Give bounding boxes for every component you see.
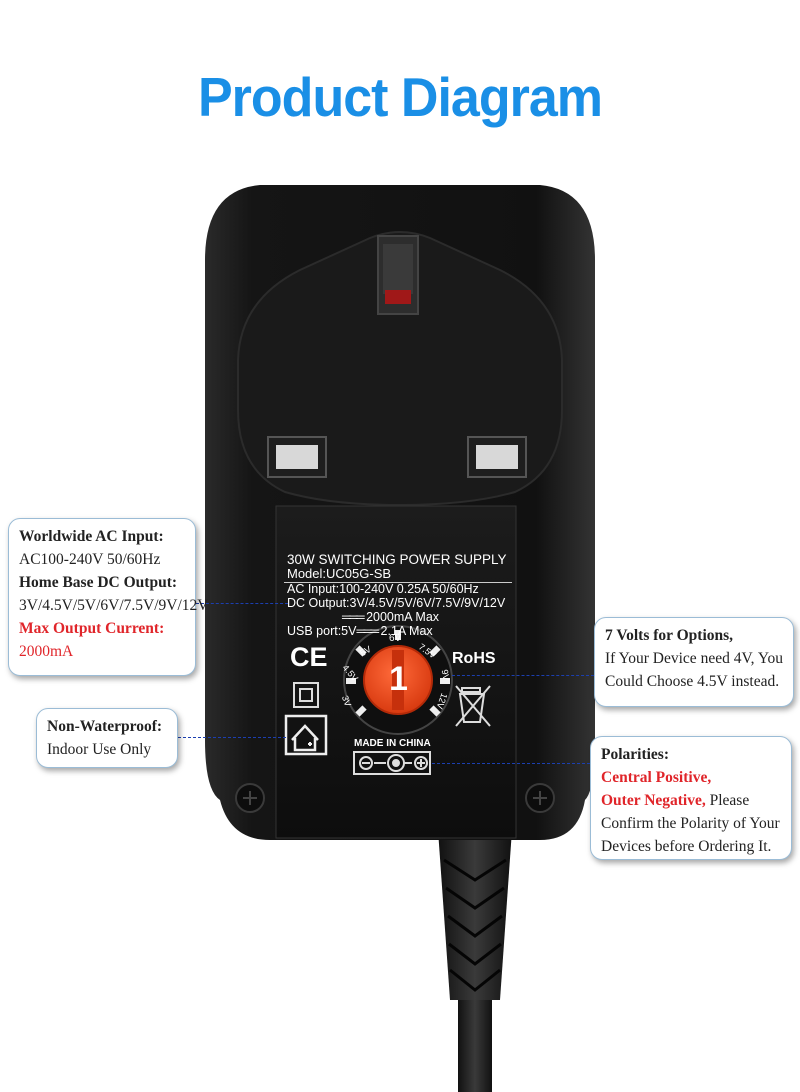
callout-volts: 7 Volts for Options, If Your Device need… bbox=[594, 617, 794, 707]
polarity-outer: Outer Negative, bbox=[601, 792, 706, 809]
polarity-outer-line: Outer Negative, Please bbox=[601, 789, 781, 812]
weee-bin-icon bbox=[455, 685, 491, 727]
max-current-value: 2000mA bbox=[19, 643, 74, 660]
callout-waterproof: Non-Waterproof: Indoor Use Only bbox=[36, 708, 178, 768]
callout-ac-input: Worldwide AC Input: AC100-240V 50/60Hz H… bbox=[8, 518, 209, 676]
label-line-model: Model:UC05G-SB bbox=[287, 566, 392, 581]
polarity-symbol-icon bbox=[353, 751, 431, 775]
page-title: Product Diagram bbox=[198, 67, 603, 129]
label-divider bbox=[284, 582, 512, 583]
polarity-heading: Polarities: bbox=[601, 746, 670, 763]
double-insulation-icon bbox=[293, 682, 319, 708]
volts-line2: Could Choose 4.5V instead. bbox=[605, 673, 780, 690]
label-usb-text: USB port:5V bbox=[287, 624, 357, 638]
dc-output-heading: Home Base DC Output: bbox=[19, 574, 178, 591]
rohs-mark: RoHS bbox=[452, 650, 496, 667]
leader-ac-input bbox=[196, 603, 288, 604]
label-line-dc: DC Output:3V/4.5V/5V/6V/7.5V/9V/12V bbox=[287, 596, 506, 610]
polarity-line3: Confirm the Polarity of Your bbox=[601, 815, 780, 832]
label-usb-value: 2.1A Max bbox=[380, 624, 433, 638]
made-in-label: MADE IN CHINA bbox=[354, 738, 431, 749]
volts-heading: 7 Volts for Options, bbox=[605, 627, 734, 644]
leader-volts bbox=[452, 675, 594, 676]
ce-mark: CE bbox=[290, 642, 328, 672]
dial-mark-9v: 9V bbox=[439, 668, 452, 682]
dc-symbol-icon: ═══ bbox=[342, 610, 365, 624]
polarity-central: Central Positive, bbox=[601, 769, 712, 786]
volts-line1: If Your Device need 4V, You bbox=[605, 650, 783, 667]
leader-waterproof bbox=[178, 737, 286, 738]
leader-polarity bbox=[432, 763, 590, 764]
label-line-title: 30W SWITCHING POWER SUPPLY bbox=[287, 552, 507, 567]
dial-number: 1 bbox=[389, 660, 408, 698]
waterproof-heading: Non-Waterproof: bbox=[47, 718, 163, 735]
indoor-use-icon bbox=[284, 714, 328, 756]
label-line-current: ═══ 2000mA Max bbox=[342, 610, 439, 624]
label-line-usb: USB port:5V═══ 2.1A Max bbox=[287, 624, 433, 638]
dial-mark-6v: 6V bbox=[389, 633, 402, 644]
strain-relief bbox=[438, 830, 512, 1000]
ac-input-value: AC100-240V 50/60Hz bbox=[19, 551, 161, 568]
ac-input-heading: Worldwide AC Input: bbox=[19, 528, 164, 545]
polarity-please: Please bbox=[705, 792, 750, 809]
label-line-ac: AC Input:100-240V 0.25A 50/60Hz bbox=[287, 582, 479, 596]
dc-output-value: 3V/4.5V/5V/6V/7.5V/9V/12V bbox=[19, 597, 209, 614]
polarity-line4: Devices before Ordering It. bbox=[601, 838, 772, 855]
label-current-value: 2000mA Max bbox=[366, 610, 440, 624]
max-current-heading: Max Output Current: bbox=[19, 620, 165, 637]
callout-polarity: Polarities: Central Positive, Outer Nega… bbox=[590, 736, 792, 860]
waterproof-text: Indoor Use Only bbox=[47, 741, 152, 758]
cable bbox=[458, 990, 492, 1092]
dc-symbol-icon: ═══ bbox=[356, 624, 379, 638]
